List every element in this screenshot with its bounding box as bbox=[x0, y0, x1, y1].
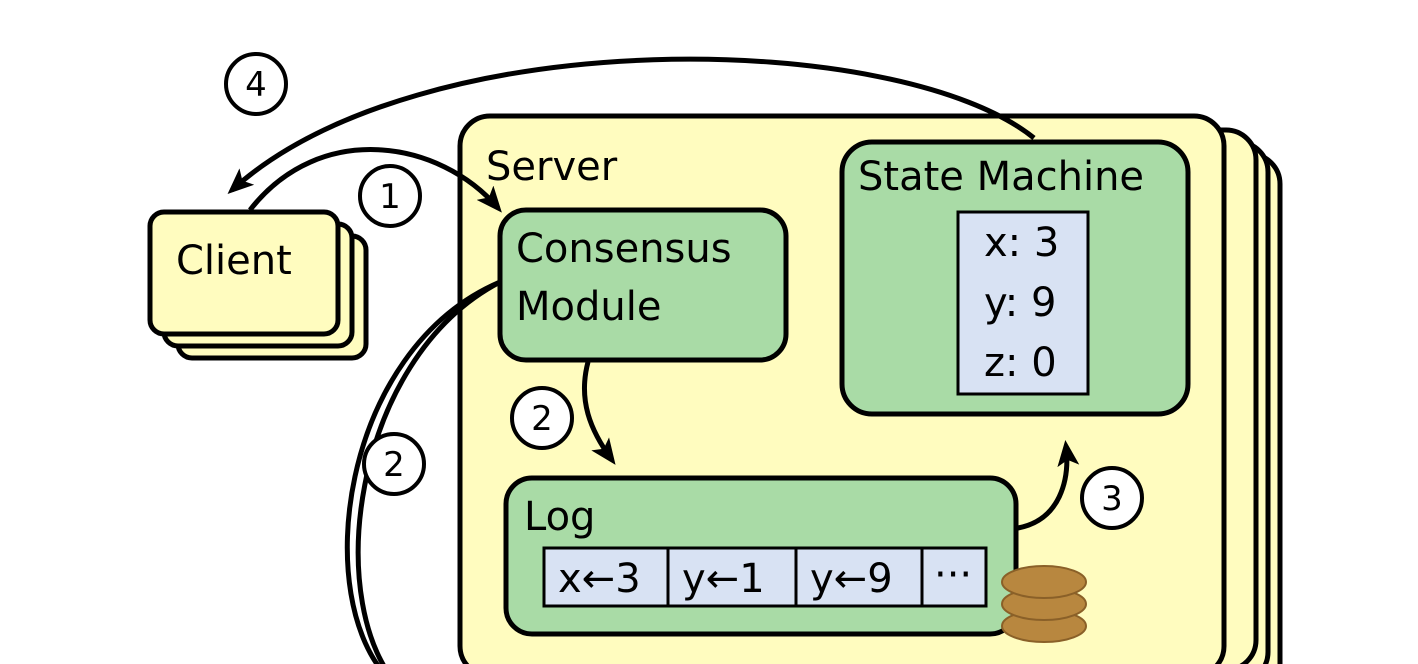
arrow-step-4 bbox=[227, 56, 1036, 195]
log-entry-2: y←1 bbox=[682, 556, 765, 602]
log-entries: x←3 y←1 y←9 ··· bbox=[542, 546, 988, 608]
log-entry-cell-3 bbox=[794, 546, 924, 608]
step-3-number: 3 bbox=[1101, 479, 1123, 519]
log-entry-cell-4 bbox=[920, 546, 988, 608]
arrow-step-2-log bbox=[581, 361, 616, 465]
step-2-circle-log bbox=[510, 386, 574, 450]
consensus-module-box bbox=[497, 207, 789, 363]
arrow-step-3 bbox=[1017, 440, 1080, 531]
step-1-circle bbox=[358, 164, 422, 228]
state-entry-x: x: 3 bbox=[984, 220, 1059, 266]
client-box bbox=[147, 209, 341, 337]
state-entry-z: z: 0 bbox=[984, 340, 1057, 386]
arrows bbox=[227, 56, 1080, 664]
server-label: Server bbox=[486, 144, 618, 190]
log-entry-4: ··· bbox=[934, 552, 972, 598]
log-label: Log bbox=[524, 494, 595, 540]
step-1-number: 1 bbox=[379, 177, 401, 217]
client-stack bbox=[147, 209, 369, 361]
state-values-box bbox=[956, 210, 1090, 396]
disk-icon bbox=[1001, 565, 1087, 643]
log-entry-3: y←9 bbox=[810, 556, 893, 602]
step-4-number: 4 bbox=[245, 65, 267, 105]
arrow-step-2-servers bbox=[344, 279, 501, 664]
step-2-number-log: 2 bbox=[531, 399, 553, 439]
step-2-number-servers: 2 bbox=[383, 445, 405, 485]
consensus-label-line1: Consensus bbox=[516, 226, 732, 272]
log-entry-1: x←3 bbox=[558, 556, 641, 602]
client-label: Client bbox=[176, 238, 292, 284]
step-2-circle-servers bbox=[362, 432, 426, 496]
step-markers: 4 1 2 2 3 bbox=[224, 52, 1144, 530]
arrow-step-1 bbox=[248, 147, 502, 213]
state-machine-title: State Machine bbox=[858, 154, 1144, 200]
consensus-label-line2: Module bbox=[516, 284, 661, 330]
step-3-circle bbox=[1080, 466, 1144, 530]
step-4-circle bbox=[224, 52, 288, 116]
state-entry-y: y: 9 bbox=[984, 280, 1056, 326]
